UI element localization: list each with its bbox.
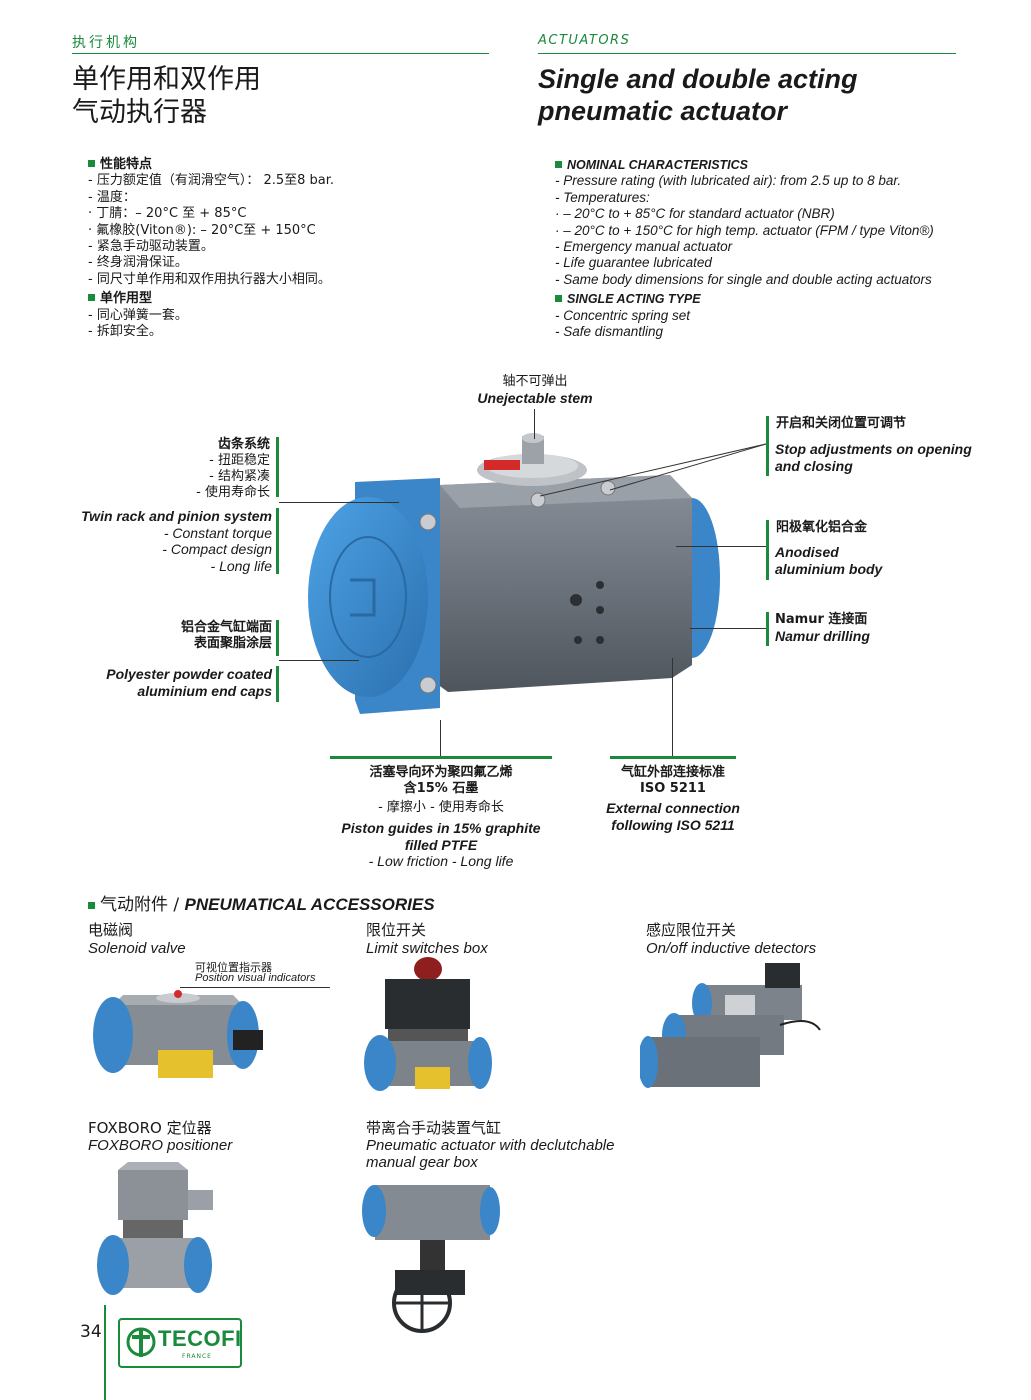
callout-stop-cn: 开启和关闭位置可调节 (776, 416, 907, 431)
section-title-en: ACTUATORS (538, 33, 631, 48)
leader-line (690, 628, 766, 629)
callout-bar (276, 508, 279, 574)
bullet-square-icon (88, 160, 95, 167)
page-title-cn: 单作用和双作用 气动执行器 (72, 64, 261, 128)
leader-line (279, 660, 359, 661)
gear-box-image (362, 1185, 500, 1333)
brand-name: TECOFI (158, 1326, 242, 1351)
accessory-limit-en: Limit switches box (366, 940, 488, 957)
tecofi-logo: TECOFI FRANCE (118, 1318, 242, 1368)
callout-body-cn: 阳极氧化铝合金 (776, 520, 868, 535)
accessory-foxboro-cn: FOXBORO 定位器 (88, 1119, 212, 1137)
leader-line (440, 720, 441, 756)
callout-rack-cn-items: - 扭距稳定 - 结构紧凑 - 使用寿命长 (196, 453, 270, 500)
leader-line (534, 409, 535, 439)
accessory-inductive-cn: 感应限位开关 (646, 921, 737, 939)
leader-line (279, 502, 399, 503)
accessories-heading: 气动附件 / PNEUMATICAL ACCESSORIES (88, 890, 435, 915)
callout-stop-en: Stop adjustments on opening and closing (775, 441, 972, 474)
brand-subtitle: FRANCE (182, 1353, 212, 1360)
callout-piston-cn: 活塞导向环为聚四氟乙烯 含15% 石墨 (369, 765, 513, 796)
solenoid-valve-image (93, 990, 263, 1078)
accessory-foxboro-en: FOXBORO positioner (88, 1137, 233, 1154)
callout-body-en: Anodised aluminium body (775, 544, 883, 577)
callout-bar (276, 437, 279, 497)
callout-bar (276, 620, 279, 656)
callout-bar (766, 520, 769, 580)
footer-rule (104, 1305, 106, 1400)
tecofi-emblem-icon (126, 1327, 156, 1357)
accessory-inductive-en: On/off inductive detectors (646, 940, 817, 957)
accessory-solenoid-cn: 电磁阀 (88, 921, 134, 939)
callout-bar (766, 612, 769, 646)
accessory-limit-cn: 限位开关 (366, 921, 427, 939)
leader-line (180, 987, 330, 988)
page-number: 34 (80, 1322, 102, 1342)
callout-piston-en: Piston guides in 15% graphite filled PTF… (341, 820, 541, 869)
callout-endcap-en: Polyester powder coated aluminium end ca… (106, 666, 272, 699)
accessory-gear-cn: 带离合手动装置气缸 (366, 1119, 502, 1137)
callout-bar (276, 666, 279, 702)
actuator-illustration (308, 433, 720, 714)
accessory-gear-en: Pneumatic actuator with declutchable man… (366, 1137, 615, 1171)
header-rule-left (72, 53, 489, 54)
features-list-en: NOMINAL CHARACTERISTICS - Pressure ratin… (555, 158, 934, 340)
callout-stem-en: Unejectable stem (477, 390, 593, 406)
bullet-square-icon (88, 902, 95, 909)
callout-ext-en: External connection following ISO 5211 (606, 800, 740, 833)
header-rule-right (538, 53, 956, 54)
callout-rack-en: Twin rack and pinion system - Constant t… (81, 508, 272, 574)
callout-namur-cn: Namur 连接面 (775, 612, 868, 627)
leader-line (672, 658, 673, 756)
callout-namur-en: Namur drilling (775, 628, 870, 644)
callout-endcap-cn: 铝合金气缸端面 表面聚脂涂层 (180, 620, 272, 651)
stop-leader-lines (540, 443, 767, 497)
leader-line (676, 546, 766, 547)
inductive-detectors-image (640, 963, 821, 1088)
bullet-square-icon (88, 294, 95, 302)
callout-rack-cn: 齿条系统 (217, 437, 270, 452)
section-title-cn: 执行机构 (72, 35, 140, 51)
indicator-cn: 可视位置指示器 (195, 961, 272, 974)
bullet-square-icon (555, 161, 562, 168)
features-list-cn: 性能特点 - 压力额定值（有润滑空气）： 2.5至8 bar. - 温度： · … (88, 157, 335, 340)
callout-ext-cn: 气缸外部连接标准 ISO 5211 (620, 765, 725, 796)
callout-bar (330, 756, 552, 759)
callout-bar (610, 756, 736, 759)
callout-piston-cn-sub: - 摩擦小 - 使用寿命长 (378, 800, 504, 815)
callout-bar (766, 416, 769, 476)
accessory-solenoid-en: Solenoid valve (88, 940, 186, 957)
callout-stem-cn: 轴不可弹出 (502, 374, 568, 389)
page-title-en: Single and double acting pneumatic actua… (538, 64, 858, 126)
limit-switch-image (364, 957, 492, 1091)
indicator-en: Position visual indicators (195, 972, 316, 984)
bullet-square-icon (555, 295, 562, 303)
foxboro-positioner-image (97, 1162, 213, 1295)
